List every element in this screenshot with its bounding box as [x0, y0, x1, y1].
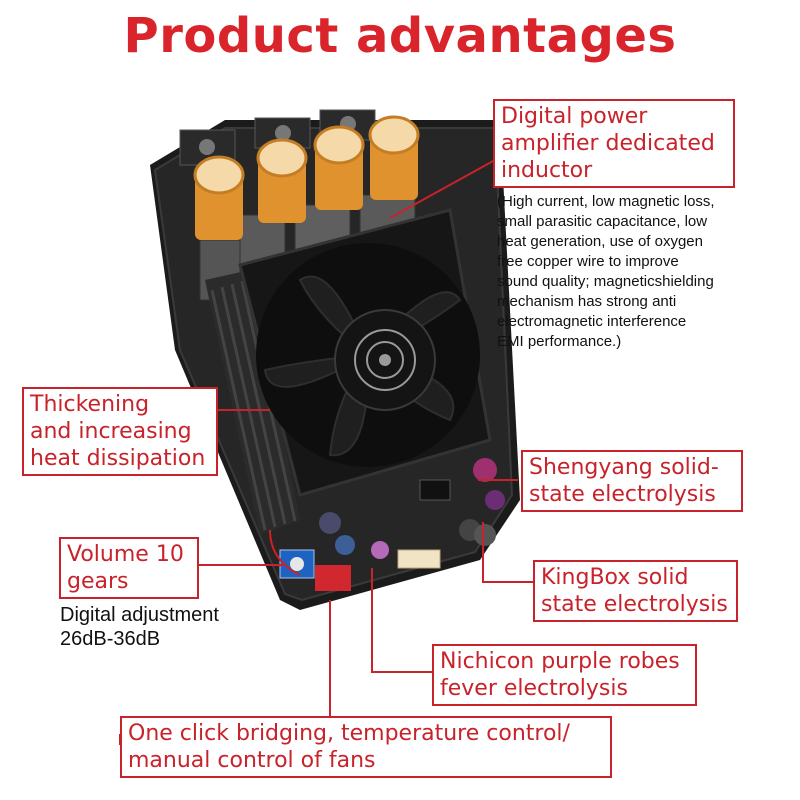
volume-callout: Volume 10 gears	[59, 537, 199, 599]
nichicon-capacitor-callout: Nichicon purple robes fever electrolysis	[432, 644, 697, 706]
inductor-description: (High current, low magnetic loss, small …	[497, 193, 715, 350]
shengyang-capacitor-callout: Shengyang solid- state electrolysis	[521, 450, 743, 512]
cooling-fan	[238, 208, 492, 497]
orange-capacitors	[193, 115, 420, 240]
kingbox-capacitor-callout: KingBox solid state electrolysis	[533, 560, 738, 622]
page-title: Product advantages	[123, 8, 677, 64]
inductor-callout: Digital power amplifier dedicated induct…	[493, 99, 735, 188]
small-components	[269, 458, 505, 591]
bridging-callout: One click bridging, temperature control/…	[120, 716, 612, 778]
volume-description: Digital adjustment 26dB-36dB	[60, 604, 219, 650]
heatsink-callout: Thickening and increasing heat dissipati…	[22, 387, 218, 476]
